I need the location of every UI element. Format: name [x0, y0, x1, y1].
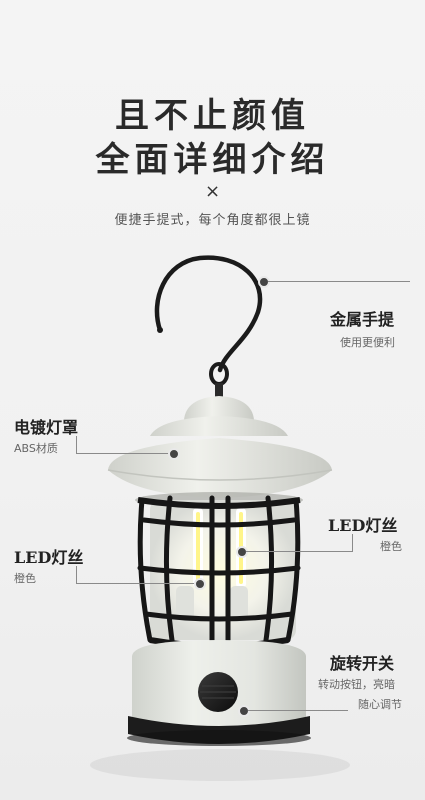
lamp-shade — [108, 438, 332, 498]
switch-leader-line — [248, 710, 348, 711]
shade-leader-vertical — [76, 436, 77, 454]
switch-marker-dot — [238, 705, 250, 717]
shade-label: 电镀灯罩 — [14, 418, 79, 437]
handle-label: 金属手提 — [330, 310, 395, 329]
shade-leader-line — [76, 453, 170, 454]
filament-left-leader-line — [76, 583, 196, 584]
filament-left-label: LED灯丝 — [14, 548, 84, 567]
headline-line-1: 且不止颜值 — [115, 96, 310, 136]
hanging-hook — [154, 255, 263, 373]
floor-shadow — [90, 749, 350, 781]
shade-marker-dot — [168, 448, 180, 460]
headline-line-2: 全面详细介绍 — [95, 140, 330, 180]
subtitle: 便捷手提式，每个角度都很上镜 — [114, 213, 311, 228]
filament-right-leader-vertical — [352, 534, 353, 552]
shade-desc: ABS材质 — [14, 442, 58, 455]
filament-right-desc: 橙色 — [380, 540, 402, 553]
filament-right-leader-line — [246, 551, 352, 552]
filament-left-leader-vertical — [76, 566, 77, 584]
handle-desc: 使用更便利 — [340, 336, 395, 349]
rotary-switch-knob — [198, 672, 238, 712]
filament-left-marker-dot — [194, 578, 206, 590]
filament-right-marker-dot — [236, 546, 248, 558]
handle-leader-line — [268, 281, 410, 282]
handle-marker-dot — [258, 276, 270, 288]
switch-label: 旋转开关 — [330, 654, 395, 673]
top-cap — [184, 396, 254, 420]
metal-cage — [137, 495, 301, 643]
filament-right-label: LED灯丝 — [328, 516, 398, 535]
led-filaments — [176, 508, 248, 622]
separator-symbol: × — [204, 181, 221, 202]
switch-desc-line-1: 转动按钮，亮暗 — [318, 678, 395, 691]
switch-desc-line-2: 随心调节 — [358, 698, 402, 711]
filament-left-desc: 橙色 — [14, 572, 36, 585]
